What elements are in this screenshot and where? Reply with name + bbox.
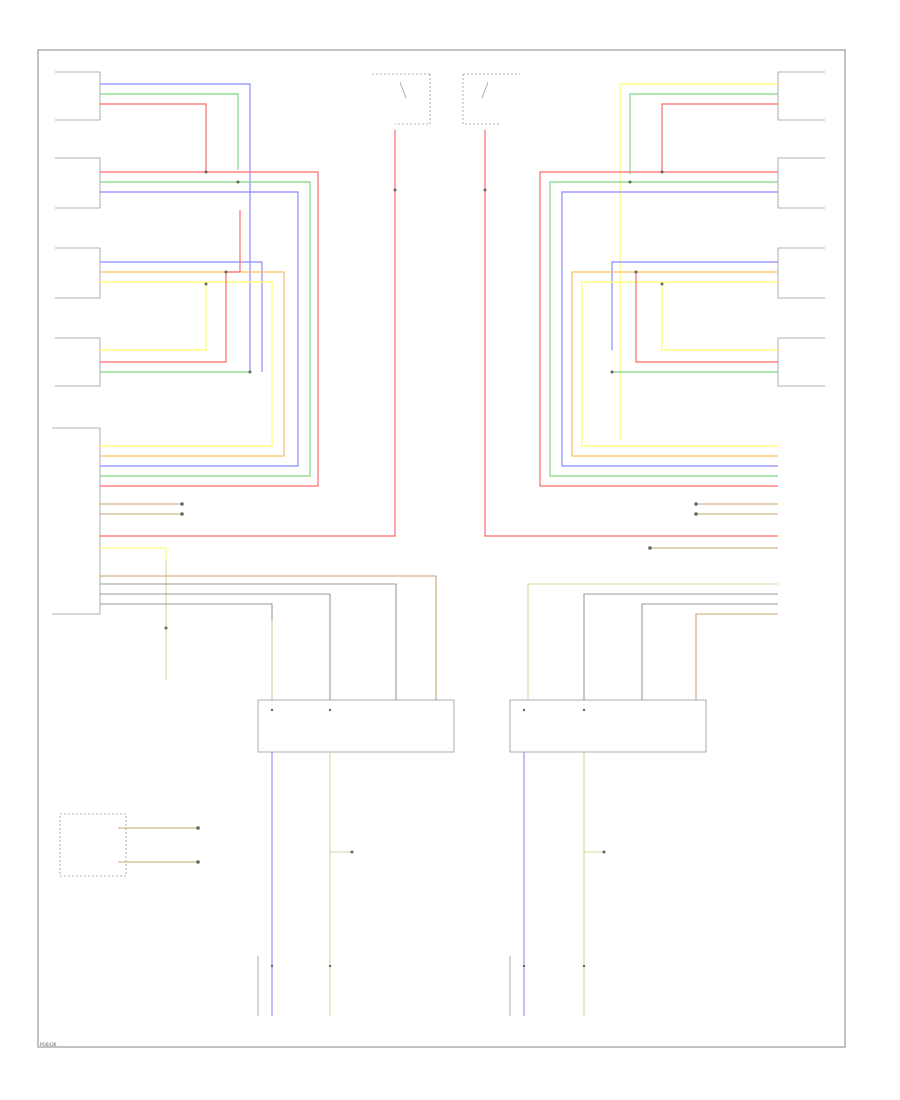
lower-wires: [118, 752, 604, 1016]
diagram-border: [37, 49, 846, 1048]
right-top-wires: [539, 83, 778, 487]
diagram-code: PG0436: [40, 1042, 57, 1047]
bottom-switches: [59, 813, 511, 1016]
left-mid-wires: [100, 503, 437, 700]
right-mid-wires: [527, 503, 778, 700]
junction-dots: [164, 170, 698, 968]
right-components: [777, 71, 825, 387]
left-top-wires: [100, 83, 319, 487]
center-power-feeds: [100, 130, 778, 537]
fuse-boxes: [372, 73, 520, 125]
left-components: [52, 71, 101, 615]
control-modules: [257, 699, 707, 753]
